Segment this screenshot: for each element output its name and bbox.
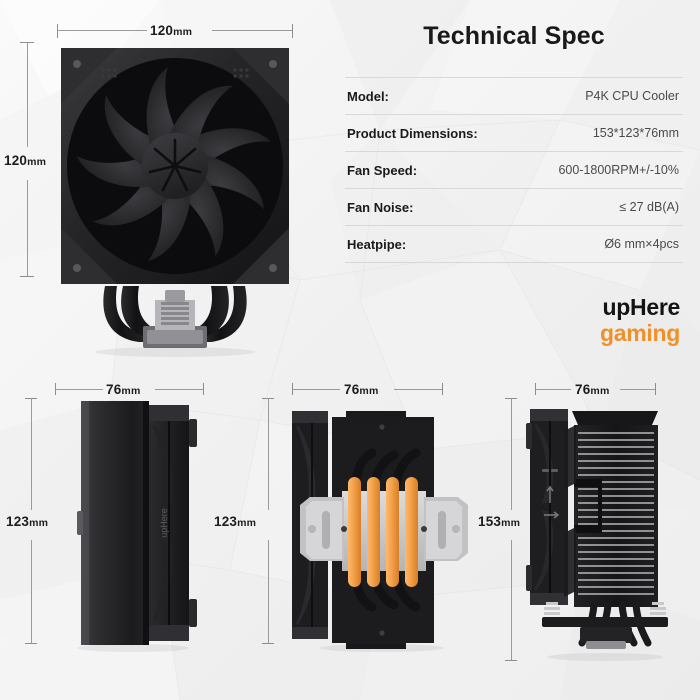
- dim-line-top-view-b: [394, 389, 442, 390]
- dim-cap-bottom: [25, 643, 37, 644]
- dim-cap-bottom: [505, 660, 517, 661]
- page-title: Technical Spec: [423, 22, 605, 50]
- heatpipes-front: [103, 286, 247, 342]
- spec-row-fan-noise: Fan Noise: ≤ 27 dB(A): [345, 188, 683, 225]
- spec-value: 153*123*76mm: [592, 126, 679, 140]
- brand-name-gaming: gaming: [600, 320, 680, 346]
- dim-line-side-right-upper: [511, 398, 512, 510]
- technical-spec-panel: Technical Spec Model: P4K CPU Cooler Pro…: [345, 22, 683, 263]
- fan-side: upHere: [149, 405, 197, 641]
- mounting-brackets: [300, 497, 468, 561]
- dim-cap-bottom: [20, 276, 34, 277]
- dim-line-right-view-a: [535, 389, 571, 390]
- dim-label-front-width: 120mm: [150, 23, 193, 38]
- brand-name-uphere: upHere: [602, 294, 681, 320]
- dim-line-side-right-lower: [511, 540, 512, 660]
- dim-label-side-right-width: 76mm: [575, 382, 610, 397]
- spec-value: 600-1800RPM+/-10%: [558, 163, 679, 177]
- dim-line-right-view-b: [620, 389, 655, 390]
- dim-line-side-left-lower: [31, 540, 32, 643]
- fan-hub-icon: [142, 133, 208, 199]
- dim-cap-bottom: [262, 643, 274, 644]
- product-view-side-right: [520, 395, 690, 670]
- dim-label-side-left-height: 123mm: [6, 514, 49, 529]
- dim-label-side-left-width: 76mm: [106, 382, 141, 397]
- dim-label-top-down-width: 76mm: [344, 382, 379, 397]
- dim-line-left-view-top-b: [155, 389, 203, 390]
- airflow-arrow-icon: [544, 485, 560, 519]
- product-view-side-left: upHere: [55, 395, 210, 655]
- dim-cap-right: [292, 24, 293, 38]
- spec-key: Heatpipe:: [347, 236, 407, 252]
- brand-logo: upHere gaming: [600, 296, 680, 345]
- spec-row-heatpipe: Heatpipe: Ø6 mm×4pcs: [345, 225, 683, 263]
- spec-row-product-dimensions: Product Dimensions: 153*123*76mm: [345, 114, 683, 151]
- dim-label-top-down-height: 123mm: [214, 514, 257, 529]
- dim-line-top-left: [57, 30, 147, 31]
- dim-cap-right: [442, 383, 443, 395]
- dim-line-left-lower: [27, 180, 28, 276]
- spec-key: Fan Noise:: [347, 199, 414, 215]
- dim-cap-right: [655, 383, 656, 395]
- spec-key: Fan Speed:: [347, 162, 418, 178]
- dim-line-top-down-upper: [268, 398, 269, 510]
- heatsink-fin-stack: [564, 411, 658, 607]
- spec-key: Product Dimensions:: [347, 125, 478, 141]
- dim-line-left-view-top-a: [55, 389, 103, 390]
- dim-line-top-down-lower: [268, 540, 269, 643]
- product-view-front: [55, 38, 295, 358]
- dim-cap-left: [57, 24, 58, 38]
- dim-line-left-upper: [27, 42, 28, 147]
- coldplate-base: [143, 290, 207, 348]
- product-view-top-down: [282, 395, 482, 655]
- dim-line-side-left-upper: [31, 398, 32, 510]
- dim-line-top-right: [212, 30, 292, 31]
- heatsink-body: [81, 401, 149, 645]
- spec-value: P4K CPU Cooler: [585, 89, 679, 103]
- spec-key: Model:: [347, 88, 389, 104]
- spec-row-fan-speed: Fan Speed: 600-1800RPM+/-10%: [345, 151, 683, 188]
- dim-cap-right: [203, 383, 204, 395]
- heatpipes-copper: [348, 477, 418, 587]
- spec-row-model: Model: P4K CPU Cooler: [345, 77, 683, 114]
- spec-value: ≤ 27 dB(A): [619, 200, 679, 214]
- fan-side-right: [526, 409, 568, 605]
- mount-bar-springs: [542, 602, 668, 649]
- dim-label-front-height: 120mm: [4, 153, 47, 168]
- fan-brand-text: upHere: [159, 508, 169, 538]
- dim-label-side-right-height: 153mm: [478, 514, 521, 529]
- dim-line-top-view-a: [292, 389, 340, 390]
- spec-value: Ø6 mm×4pcs: [604, 237, 679, 251]
